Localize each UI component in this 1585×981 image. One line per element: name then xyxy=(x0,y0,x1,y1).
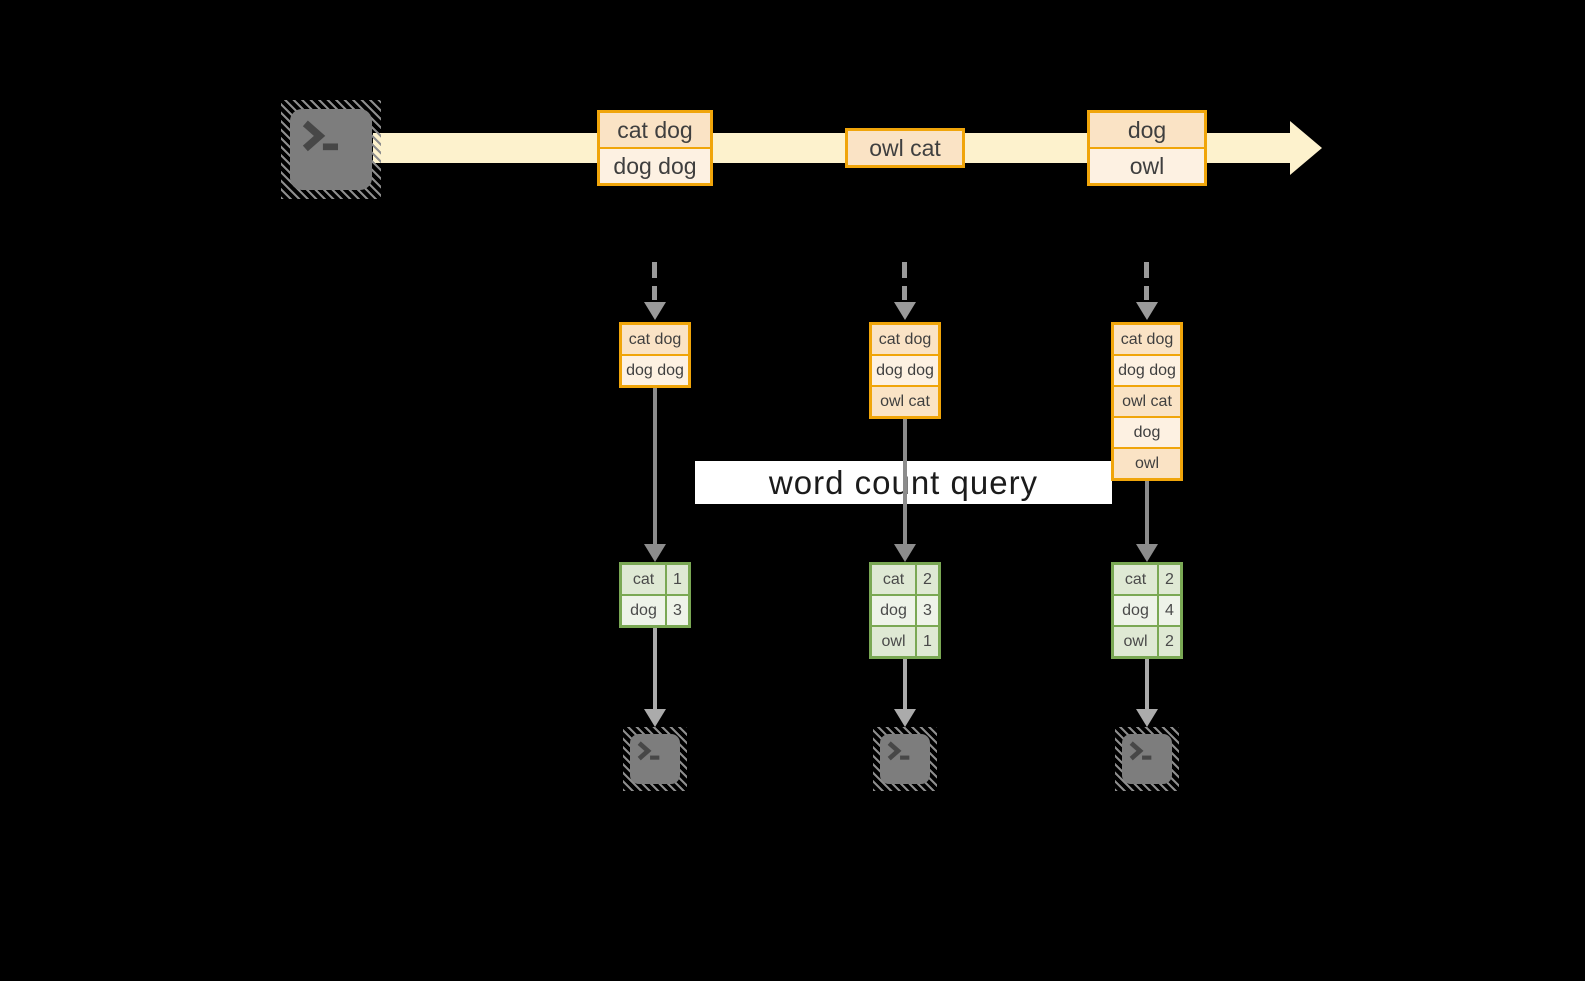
word-cell: owl xyxy=(1114,627,1157,656)
stack-row: owl xyxy=(1114,447,1180,478)
dashed-arrow-segment xyxy=(652,262,657,278)
stack-row: cat dog xyxy=(622,325,688,354)
stream-event-box-2: owl cat xyxy=(845,128,965,168)
stream-arrow-head xyxy=(1290,121,1322,175)
word-cell: cat xyxy=(872,565,915,594)
count-cell: 3 xyxy=(915,596,938,625)
connector-line xyxy=(903,419,907,544)
word-cell: cat xyxy=(1114,565,1157,594)
query-label: word count query xyxy=(768,463,1039,501)
count-cell: 4 xyxy=(1157,596,1180,625)
prompt-glyph xyxy=(1129,741,1152,761)
word-cell: dog xyxy=(1114,596,1157,625)
connector-line xyxy=(653,388,657,544)
dashed-arrow-segment xyxy=(1144,286,1149,300)
connector-line xyxy=(903,659,907,709)
dashed-arrow-head xyxy=(644,302,666,320)
count-cell: 3 xyxy=(665,596,688,625)
prompt-glyph xyxy=(302,121,338,152)
prompt-glyph xyxy=(887,741,910,761)
count-cell: 1 xyxy=(915,627,938,656)
terminal-screen xyxy=(880,734,930,784)
stack-row: cat dog xyxy=(1114,325,1180,354)
stack-row: dog xyxy=(1114,416,1180,447)
dashed-arrow-head xyxy=(894,302,916,320)
count-cell: 2 xyxy=(1157,627,1180,656)
connector-line xyxy=(1145,659,1149,709)
stack-row: dog dog xyxy=(622,354,688,385)
word-cell: dog xyxy=(622,596,665,625)
dashed-arrow-segment xyxy=(902,262,907,278)
event-row: owl cat xyxy=(848,131,962,165)
connector-arrow-head xyxy=(1136,544,1158,562)
terminal-screen xyxy=(290,109,372,190)
terminal-screen xyxy=(630,734,680,784)
event-row: dog dog xyxy=(600,147,710,183)
connector-line xyxy=(1145,481,1149,544)
dashed-arrow-segment xyxy=(652,286,657,300)
count-cell: 2 xyxy=(915,565,938,594)
connector-line xyxy=(653,628,657,709)
connector-arrow-head xyxy=(644,544,666,562)
dashed-arrow-segment xyxy=(902,286,907,300)
prompt-glyph xyxy=(637,741,660,761)
sink-terminal-icon-2 xyxy=(873,727,937,791)
connector-arrow-head xyxy=(894,709,916,727)
word-cell: dog xyxy=(872,596,915,625)
dashed-arrow-segment xyxy=(1144,262,1149,278)
connector-arrow-head xyxy=(894,544,916,562)
count-cell: 2 xyxy=(1157,565,1180,594)
word-cell: cat xyxy=(622,565,665,594)
stack-row: cat dog xyxy=(872,325,938,354)
stack-row: owl cat xyxy=(872,385,938,416)
source-terminal-icon xyxy=(281,100,381,199)
connector-arrow-head xyxy=(644,709,666,727)
dashed-arrow-head xyxy=(1136,302,1158,320)
word-cell: owl xyxy=(872,627,915,656)
event-row: dog xyxy=(1090,113,1204,147)
event-row: cat dog xyxy=(600,113,710,147)
event-row: owl xyxy=(1090,147,1204,183)
stack-row: dog dog xyxy=(1114,354,1180,385)
connector-arrow-head xyxy=(1136,709,1158,727)
stack-row: dog dog xyxy=(872,354,938,385)
sink-terminal-icon-1 xyxy=(623,727,687,791)
terminal-screen xyxy=(1122,734,1172,784)
sink-terminal-icon-3 xyxy=(1115,727,1179,791)
count-cell: 1 xyxy=(665,565,688,594)
stack-row: owl cat xyxy=(1114,385,1180,416)
